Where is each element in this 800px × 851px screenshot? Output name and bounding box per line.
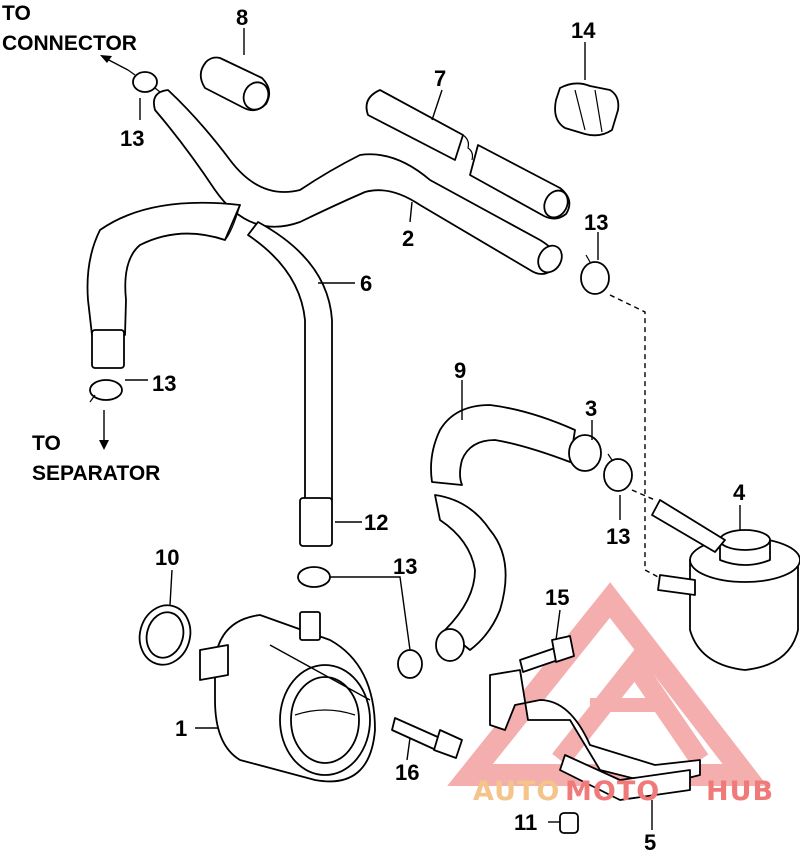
clamp-13-lower	[297, 566, 423, 679]
clamp-13-right-upper	[580, 254, 610, 295]
clamp-13-left-middle	[89, 379, 123, 403]
callout-5: 5	[644, 830, 656, 851]
callout-7: 7	[434, 66, 446, 91]
part-9-hose	[430, 404, 602, 662]
part-12-stub	[299, 497, 333, 547]
callout-3: 3	[585, 396, 597, 421]
callout-2: 2	[402, 226, 414, 251]
clamp-13-top-left	[127, 69, 161, 93]
leader-lines	[99, 28, 741, 830]
note-to-separator-line2: SEPARATOR	[32, 462, 160, 485]
callout-13-e: 13	[393, 554, 417, 579]
note-to-separator-line1: TO	[32, 432, 61, 455]
part-14-clip	[554, 82, 620, 137]
callout-14: 14	[571, 18, 596, 43]
callout-11: 11	[514, 810, 537, 835]
callout-1: 1	[175, 716, 187, 741]
part-15-bolt	[519, 635, 575, 673]
callout-15: 15	[545, 585, 569, 610]
watermark-text-moto: MOTO	[565, 776, 660, 807]
callout-10: 10	[155, 545, 179, 570]
callout-13-c: 13	[152, 371, 176, 396]
note-to-connector-line2: CONNECTOR	[2, 32, 137, 55]
note-to-connector-line1: TO	[2, 2, 31, 25]
part-6-hose	[86, 201, 333, 501]
callout-13-a: 13	[120, 126, 144, 151]
clamp-13-right-middle	[603, 453, 633, 492]
watermark-text-auto: AUTO	[473, 776, 560, 807]
callout-8: 8	[236, 5, 248, 30]
part-10-oring	[138, 604, 192, 666]
part-7-hose	[365, 89, 571, 220]
part-2-hose	[153, 89, 563, 275]
callout-6: 6	[360, 271, 372, 296]
callout-13-b: 13	[584, 210, 608, 235]
part-5-bracket	[489, 669, 701, 801]
part-1-pump	[199, 611, 376, 783]
part-11-sleeve	[559, 812, 579, 834]
callout-9: 9	[454, 358, 466, 383]
part-4-filter	[651, 499, 800, 671]
watermark-text-hub: HUB	[706, 776, 774, 807]
callout-16: 16	[395, 760, 419, 785]
part-8-sleeve	[199, 56, 271, 112]
part-16-bolt	[391, 717, 463, 759]
callout-13-d: 13	[606, 524, 630, 549]
callout-12: 12	[364, 510, 388, 535]
callout-4: 4	[733, 480, 746, 505]
